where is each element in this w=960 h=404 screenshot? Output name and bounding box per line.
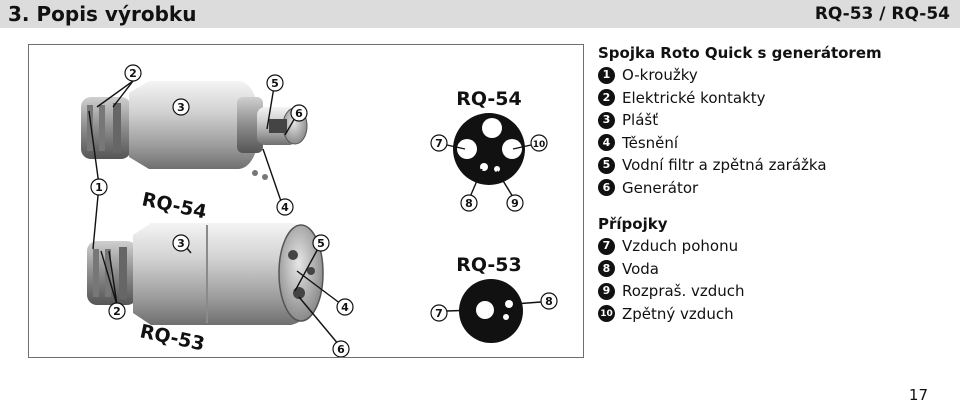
svg-text:2: 2 xyxy=(113,305,121,318)
svg-text:3: 3 xyxy=(177,237,185,250)
svg-text:9: 9 xyxy=(511,197,519,210)
callout-6-bottom: 6 xyxy=(332,340,350,358)
page-number: 17 xyxy=(908,386,928,404)
svg-text:4: 4 xyxy=(281,201,289,214)
callout-2-bottom: 2 xyxy=(108,302,126,320)
svg-text:5: 5 xyxy=(271,77,279,90)
callout-9-rq54: 9 xyxy=(506,194,524,212)
section-title: 3. Popis výrobku xyxy=(8,2,197,26)
rq53-unit-label: RQ-53 xyxy=(138,320,207,355)
callout-7-rq53: 7 xyxy=(430,304,448,322)
rq53-face-label: RQ-53 xyxy=(456,254,521,276)
callout-6-top: 6 xyxy=(290,104,308,122)
rq54-unit: RQ-54 xyxy=(81,81,308,224)
product-illustration: RQ-54 RQ-53 xyxy=(28,44,584,358)
rq54-face-label: RQ-54 xyxy=(456,88,521,110)
rq54-unit-label: RQ-54 xyxy=(140,188,209,223)
svg-text:5: 5 xyxy=(317,237,325,250)
callout-4-top: 4 xyxy=(276,198,294,216)
svg-text:4: 4 xyxy=(341,301,349,314)
svg-text:2: 2 xyxy=(129,67,137,80)
rq53-unit: RQ-53 xyxy=(87,223,324,356)
svg-text:7: 7 xyxy=(435,137,443,150)
callout-7-rq54: 7 xyxy=(430,134,448,152)
callout-1: 1 xyxy=(90,178,108,196)
callout-3-bottom: 3 xyxy=(172,234,190,252)
svg-text:6: 6 xyxy=(337,343,345,356)
model-label: RQ-53 / RQ-54 xyxy=(814,4,950,24)
rq54-face-diagram: RQ-54 7 10 8 9 xyxy=(430,88,548,212)
svg-text:8: 8 xyxy=(545,295,553,308)
callout-5-top: 5 xyxy=(266,74,284,92)
callout-8-rq53: 8 xyxy=(540,292,558,310)
callout-5-bottom: 5 xyxy=(312,234,330,252)
section2-title: Přípojky xyxy=(598,215,668,233)
svg-text:8: 8 xyxy=(465,197,473,210)
callout-10-rq54: 10 xyxy=(530,134,548,152)
illustration-svg: RQ-54 RQ-53 xyxy=(81,64,558,358)
callout-2-top: 2 xyxy=(124,64,142,82)
svg-text:7: 7 xyxy=(435,307,443,320)
callout-3-top: 3 xyxy=(172,98,190,116)
rq53-face-diagram: RQ-53 7 8 xyxy=(430,254,558,343)
svg-text:10: 10 xyxy=(533,140,546,150)
svg-text:6: 6 xyxy=(295,107,303,120)
svg-text:3: 3 xyxy=(177,101,185,114)
callout-4-bottom: 4 xyxy=(336,298,354,316)
svg-text:1: 1 xyxy=(95,181,103,194)
section1-title: Spojka Roto Quick s generátorem xyxy=(598,44,882,62)
page-header: 3. Popis výrobku RQ-53 / RQ-54 xyxy=(0,0,960,28)
callout-8-rq54: 8 xyxy=(460,194,478,212)
